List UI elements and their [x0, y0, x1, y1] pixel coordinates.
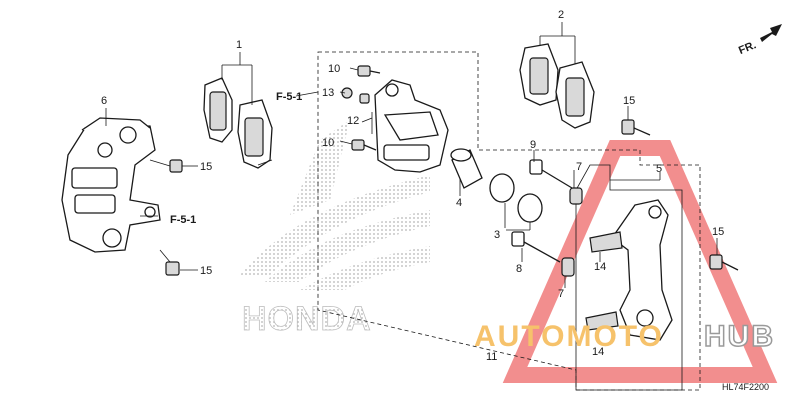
brake-pad-set-1 [203, 77, 273, 169]
bolt-10-upper [357, 65, 381, 77]
callout-3: 3 [494, 229, 500, 241]
bolt-15-upper-left [149, 159, 198, 173]
seal-3-outer [489, 173, 515, 203]
pin-8 [511, 231, 561, 263]
bracket-group-box [575, 164, 683, 391]
brand-watermark-suffix: HUB [704, 320, 775, 353]
callout-15-lower-right: 15 [712, 226, 724, 238]
bolt-15-lower-left [159, 249, 198, 276]
bleed-screw-13 [341, 87, 353, 99]
pin-9 [529, 159, 573, 189]
callout-8: 8 [516, 263, 522, 275]
caliper-bracket-5 [585, 199, 673, 341]
bolt-10-lower [351, 139, 377, 151]
callout-7-upper: 7 [576, 161, 582, 173]
piston-4 [450, 148, 483, 189]
caliper-body [374, 79, 449, 173]
diagram-code: HL74F2200 [722, 382, 769, 392]
honda-logo-text: HONDA [242, 300, 372, 338]
callout-13: 13 [322, 87, 334, 99]
callout-15-lower-left: 15 [200, 265, 212, 277]
callout-7-lower: 7 [558, 288, 564, 300]
callout-1: 1 [236, 39, 242, 51]
bolt-15-lower-right [709, 254, 739, 271]
caliper-assembly-outline [317, 51, 701, 391]
callout-9: 9 [530, 139, 536, 151]
callout-14-upper: 14 [594, 261, 606, 273]
ref-f-5-1-top: F-5-1 [276, 91, 302, 103]
callout-5: 5 [656, 163, 662, 175]
callout-15-upper-left: 15 [200, 161, 212, 173]
leader-lines [105, 22, 718, 342]
caliper-assembly-left [61, 117, 161, 253]
callout-11: 11 [486, 351, 497, 363]
callout-2: 2 [558, 9, 564, 21]
callout-14-lower: 14 [592, 346, 604, 358]
front-direction-label: FR. [737, 39, 758, 57]
callout-12: 12 [347, 115, 359, 127]
honda-wing-watermark: HONDA [240, 120, 430, 338]
front-direction-indicator: FR. [737, 24, 782, 57]
boot-7-upper [569, 187, 583, 205]
brake-pad-set-2 [519, 43, 595, 129]
ref-f-5-1-left: F-5-1 [170, 214, 196, 226]
callout-6: 6 [101, 95, 107, 107]
callout-10-upper: 10 [328, 63, 340, 75]
bolt-15-upper-right [621, 119, 651, 136]
seal-3-inner [517, 193, 543, 223]
callout-4: 4 [456, 197, 462, 209]
brand-watermark-prefix: AUTOMOTO [474, 320, 664, 353]
arrow-up-right-icon [760, 24, 782, 42]
autohub-brand-watermark: AUTOMOTO HUB [474, 319, 775, 354]
callout-15-upper-right: 15 [623, 95, 635, 107]
boot-7-lower [561, 257, 575, 277]
cap-12 [359, 93, 370, 104]
callout-10-lower: 10 [322, 137, 334, 149]
